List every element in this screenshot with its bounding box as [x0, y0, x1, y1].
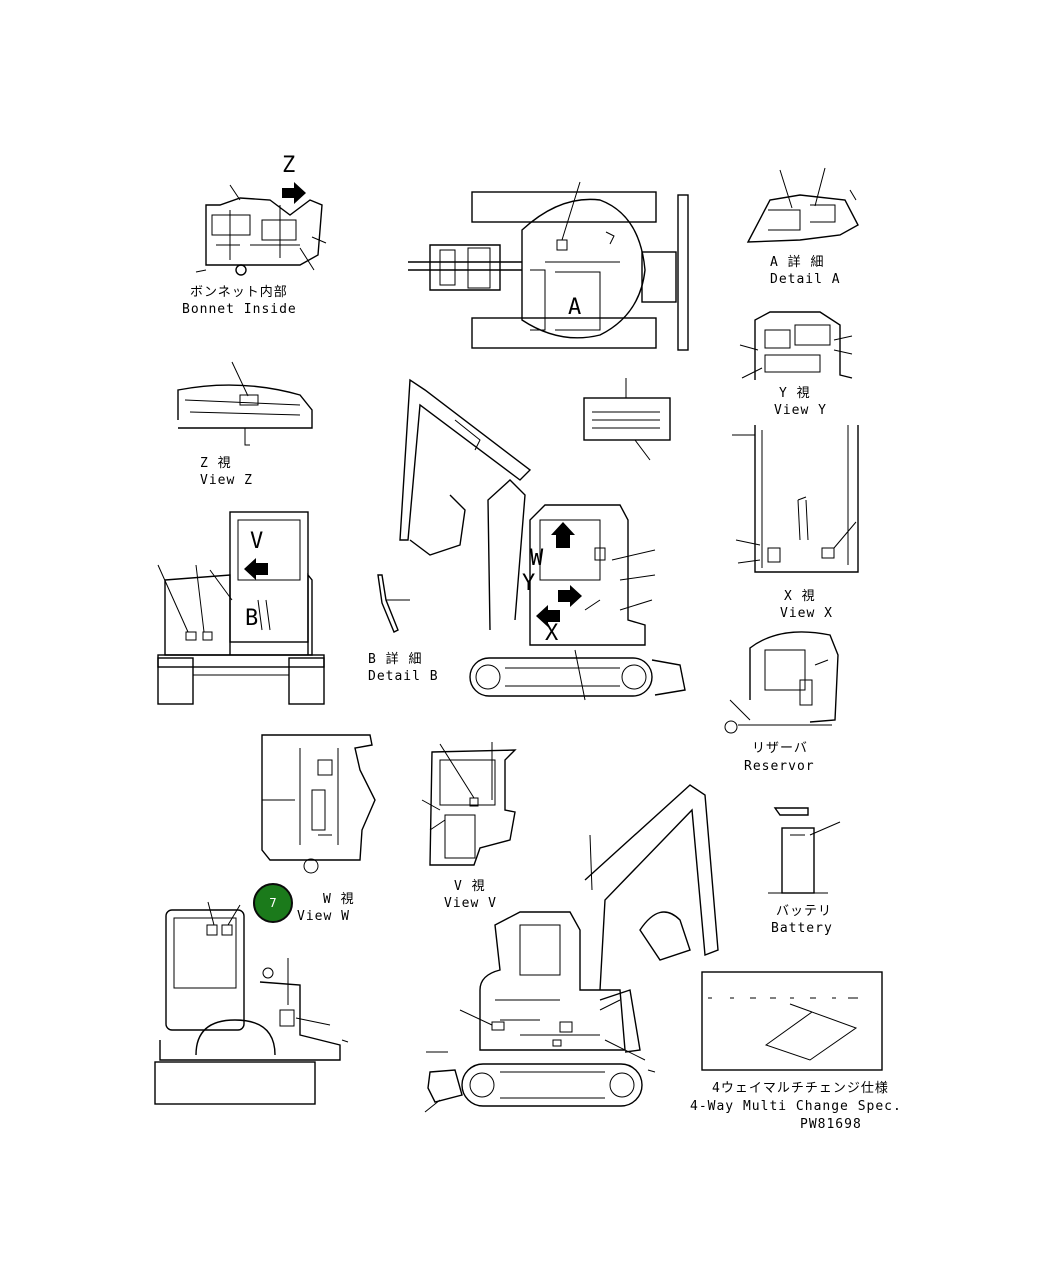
x-letter: X: [545, 621, 559, 646]
reservoir-en: Reservor: [744, 759, 815, 774]
detail-b-view: B 詳 細 Detail B: [368, 574, 439, 684]
view-w: W 視 View W: [261, 734, 376, 924]
view-y-en: View Y: [774, 403, 827, 418]
view-v: V 視 View V: [421, 742, 517, 911]
detail-b-en: Detail B: [368, 669, 439, 684]
view-z-en: View Z: [200, 473, 253, 488]
bonnet-label-jp: ボンネット内部: [190, 284, 288, 300]
bonnet-label-en: Bonnet Inside: [182, 302, 297, 317]
battery-en: Battery: [771, 921, 833, 936]
view-x-en: View X: [780, 606, 833, 621]
reservoir-jp: リザーバ: [752, 741, 808, 756]
decal-sheet: [583, 378, 671, 461]
reservoir-view: リザーバ Reservor: [724, 631, 839, 774]
z-letter: Z: [282, 153, 296, 178]
view-x-jp: X 視: [784, 589, 816, 604]
spec-label-en: 4-Way Multi Change Spec.: [690, 1099, 902, 1114]
spec-box: 4ウェイマルチチェンジ仕様 4-Way Multi Change Spec. P…: [690, 971, 902, 1132]
top-plan-view: A: [408, 181, 689, 351]
view-v-jp: V 視: [454, 879, 486, 894]
lower-side-view: [424, 784, 719, 1113]
detail-a-en: Detail A: [770, 272, 841, 287]
arrow-up-icon: [551, 522, 575, 548]
view-y: Y 視 View Y: [739, 311, 853, 418]
arrow-left-icon: [244, 558, 268, 580]
w-letter: W: [530, 546, 544, 571]
detail-a-view: A 詳 細 Detail A: [746, 167, 859, 287]
view-w-jp: W 視: [323, 892, 355, 907]
a-letter: A: [568, 295, 582, 320]
b-letter: B: [245, 606, 259, 631]
callout-number: 7: [269, 896, 277, 910]
spec-label-jp: 4ウェイマルチチェンジ仕様: [712, 1081, 889, 1096]
view-y-jp: Y 視: [779, 386, 811, 401]
main-side-view: W Y X: [399, 378, 686, 701]
arrow-right-icon: [558, 585, 582, 607]
y-letter: Y: [522, 571, 536, 596]
drawing-number: PW81698: [800, 1117, 862, 1132]
view-z-jp: Z 視: [200, 456, 232, 471]
arrow-left-icon: [536, 605, 560, 627]
view-v-en: View V: [444, 896, 497, 911]
callout-marker-7[interactable]: 7: [253, 883, 293, 923]
view-z: Z 視 View Z: [177, 361, 313, 488]
bonnet-inside-view: Z ボンネット内部 Bonnet Inside: [182, 153, 327, 317]
detail-a-jp: A 詳 細: [770, 254, 824, 270]
rear-view: V B: [157, 511, 325, 705]
detail-b-jp: B 詳 細: [368, 651, 422, 667]
v-letter: V: [250, 529, 264, 554]
view-w-en: View W: [297, 909, 350, 924]
battery-view: バッテリ Battery: [768, 807, 841, 936]
battery-jp: バッテリ: [776, 904, 832, 919]
rear-cab-view: [154, 901, 349, 1105]
view-x: X 視 View X: [732, 425, 859, 621]
arrow-right-icon: [282, 182, 306, 204]
